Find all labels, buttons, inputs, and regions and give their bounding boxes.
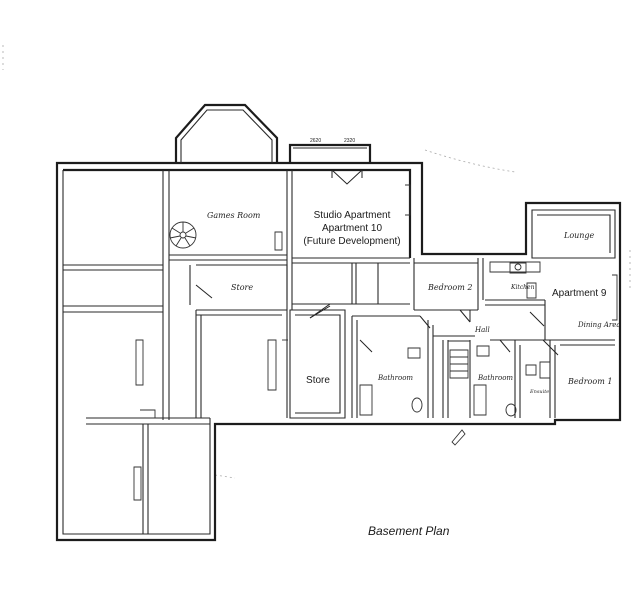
- kitchen-fixtures: [489, 261, 541, 299]
- studio-label-line1: Studio Apartment: [314, 210, 391, 221]
- studio-label-line2: Apartment 10: [322, 223, 382, 234]
- dimension-left: 2620: [310, 138, 321, 144]
- studio-apartment-walls: [292, 184, 411, 319]
- direction-mark: [451, 429, 466, 446]
- hall-steps: [449, 349, 469, 379]
- entrance-doors: [288, 143, 372, 185]
- apartment9-label: Apartment 9: [552, 288, 607, 299]
- building-outline: [55, 161, 622, 542]
- store-large-label: Store: [306, 375, 330, 386]
- games-room-label: Games Room: [207, 211, 261, 220]
- dining-area-label: Dining Area: [577, 321, 621, 329]
- lower-center-walls: [195, 309, 288, 418]
- left-wing-walls: [63, 170, 210, 534]
- store-small-label: Store: [231, 283, 253, 292]
- lounge-walls: [531, 209, 618, 321]
- lounge-label: Lounge: [563, 231, 595, 240]
- bedroom1-label: Bedroom 1: [567, 377, 612, 386]
- bedroom2-label: Bedroom 2: [427, 283, 472, 292]
- store-large-walls: [289, 305, 346, 419]
- dimension-right: 2320: [344, 138, 355, 144]
- bathroom-fixtures: [359, 345, 551, 417]
- bathroom-mid-label: Bathroom: [477, 374, 513, 382]
- plan-title: Basement Plan: [368, 524, 450, 538]
- ensuite-label: Ensuite: [529, 389, 549, 395]
- bathroom-left-label: Bathroom: [377, 374, 413, 382]
- games-room-walls: [169, 170, 293, 310]
- scan-marks: [2, 45, 631, 479]
- bay-window: [174, 103, 279, 163]
- kitchen-label: Kitchen: [510, 284, 535, 291]
- spiral-staircase: [169, 221, 197, 249]
- apartment9-walls: [351, 258, 615, 418]
- hall-label: Hall: [474, 326, 490, 334]
- studio-label-line3: (Future Development): [303, 236, 400, 247]
